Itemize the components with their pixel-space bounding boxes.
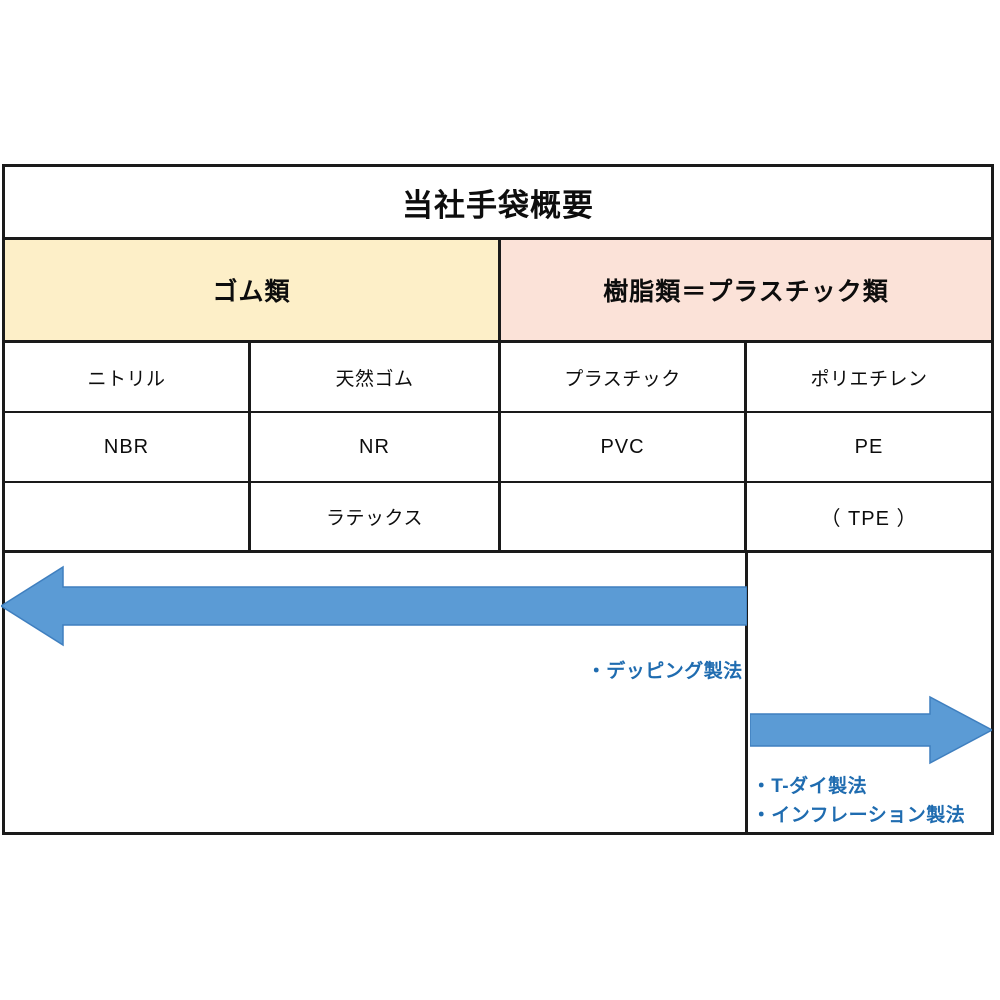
category-cell-rubber: ゴム類	[5, 240, 501, 340]
cell-abbrev-nr: NR	[359, 435, 390, 458]
overview-table: 当社手袋概要 ゴム類 樹脂類＝プラスチック類 ニトリル 天然ゴム プラスチック …	[1, 164, 994, 835]
note-inflation: ・インフレーション製法	[751, 805, 966, 826]
table-row: ラテックス （ TPE ）	[5, 483, 991, 553]
cell-extra-tpe: （ TPE ）	[820, 508, 918, 530]
table-process-row: ・デッピング製法 ・T-ダイ製法 ・インフレーション製法	[1, 553, 992, 832]
cell-abbrev-nbr: NBR	[103, 435, 150, 458]
process-cell-extrusion: ・T-ダイ製法 ・インフレーション製法	[748, 553, 992, 832]
page-title: 当社手袋概要	[402, 187, 594, 223]
right-arrow-icon	[749, 695, 992, 765]
cell-abbrev-pvc: PVC	[600, 435, 645, 458]
category-cell-resin: 樹脂類＝プラスチック類	[501, 240, 991, 340]
cell-extra-latex: ラテックス	[326, 508, 423, 529]
cell-abbrev-pe: PE	[854, 435, 884, 458]
table-row: NBR NR PVC PE	[5, 413, 991, 483]
note-dipping: ・デッピング製法	[586, 661, 743, 682]
left-arrow-icon	[1, 563, 747, 649]
table-row: ニトリル 天然ゴム プラスチック ポリエチレン	[5, 343, 991, 413]
cell-material-polyethylene: ポリエチレン	[810, 368, 928, 390]
table-category-row: ゴム類 樹脂類＝プラスチック類	[5, 240, 991, 343]
cell-material-nitrile: ニトリル	[87, 368, 166, 390]
cell-material-natural-rubber: 天然ゴム	[335, 368, 414, 390]
process-cell-dipping: ・デッピング製法	[1, 553, 748, 832]
cell-material-plastic: プラスチック	[564, 368, 681, 390]
table-title-row: 当社手袋概要	[5, 167, 991, 240]
note-t-die: ・T-ダイ製法	[751, 776, 868, 797]
